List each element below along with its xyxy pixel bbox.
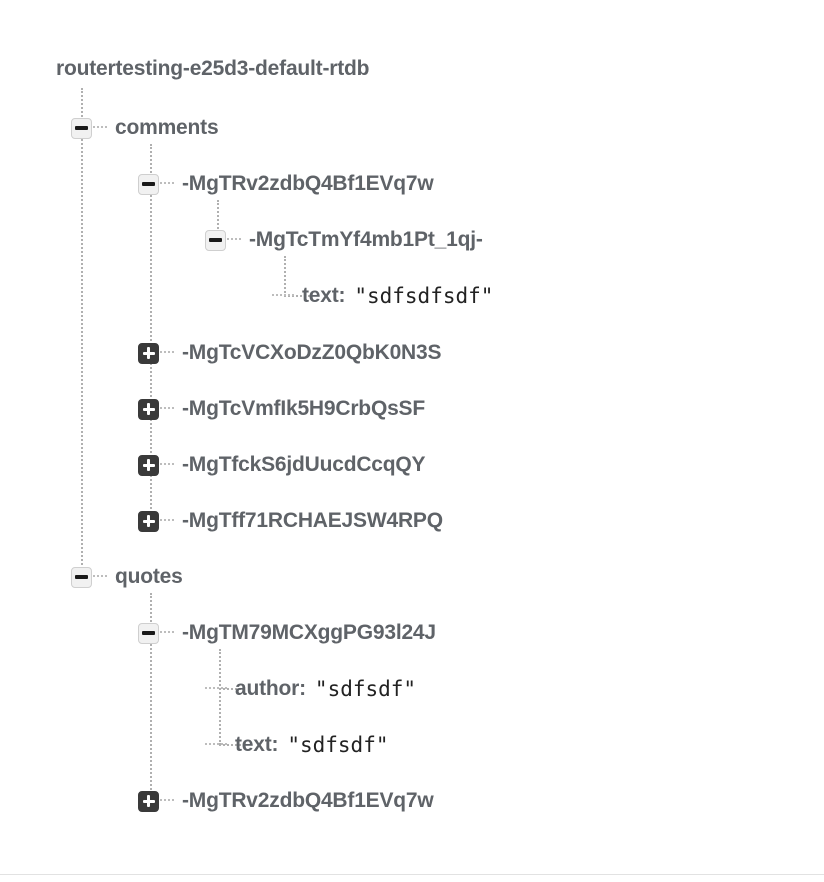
plus-square-icon[interactable] [138, 454, 159, 476]
connector-lead [160, 519, 174, 523]
tree-row[interactable]: -MgTM79MCXggPG93l24J [138, 618, 436, 648]
plus-square-icon[interactable] [138, 790, 159, 812]
connector-elbow-comment-text [284, 256, 286, 296]
tree-leaf-value[interactable]: "sdfsdfsdf" [354, 284, 494, 308]
tree-row[interactable]: comments [71, 113, 219, 143]
connector-lead [160, 463, 174, 467]
connector-rail-comments [150, 144, 152, 517]
tree-row[interactable]: text: "sdfsdf" [205, 730, 389, 760]
plus-square-icon[interactable] [138, 342, 159, 364]
connector-lead [160, 407, 174, 411]
connector-lead [205, 687, 227, 691]
tree-row[interactable]: quotes [71, 562, 183, 592]
connector-lead [272, 294, 294, 298]
tree-leaf-key: text: [235, 733, 279, 756]
minus-square-icon[interactable] [138, 173, 159, 195]
connector-lead [205, 743, 227, 747]
tree-row[interactable]: text: "sdfsdfsdf" [272, 281, 493, 311]
tree-row[interactable]: -MgTff71RCHAEJSW4RPQ [138, 506, 443, 536]
tree-leaf-key: text: [302, 284, 346, 307]
connector-rail-root [81, 88, 83, 573]
connector-elbow-h-comment-text [284, 295, 310, 297]
connector-lead [160, 351, 174, 355]
tree-row[interactable]: -MgTcVCXoDzZ0QbK0N3S [138, 338, 442, 368]
tree-node-label: -MgTRv2zdbQ4Bf1EVq7w [182, 172, 434, 195]
plus-square-icon[interactable] [138, 398, 159, 420]
connector-lead [160, 182, 174, 186]
tree-row[interactable]: author: "sdfsdf" [205, 674, 416, 704]
minus-square-icon[interactable] [138, 622, 159, 644]
minus-square-icon[interactable] [205, 229, 226, 251]
tree-node-label: -MgTcTmYf4mb1Pt_1qj- [249, 228, 483, 251]
tree-node-label: -MgTff71RCHAEJSW4RPQ [182, 509, 443, 532]
minus-square-icon[interactable] [71, 117, 92, 139]
database-root-label: routertesting-e25d3-default-rtdb [56, 57, 370, 80]
tree-node-label: -MgTM79MCXggPG93l24J [182, 621, 436, 644]
connector-lead [160, 631, 174, 635]
tree-node-label: -MgTfckS6jdUucdCcqQY [182, 453, 426, 476]
plus-square-icon[interactable] [138, 510, 159, 532]
connector-lead [93, 126, 107, 130]
connector-elbow-quote-children [219, 649, 221, 745]
connector-rail-quotes [150, 593, 152, 798]
tree-row[interactable]: -MgTcTmYf4mb1Pt_1qj- [205, 225, 483, 255]
bottom-divider [0, 874, 824, 875]
tree-leaf-value[interactable]: "sdfsdf" [287, 733, 389, 757]
connector-rail-comment-1 [217, 200, 219, 240]
tree-node-label: quotes [115, 565, 183, 588]
connector-elbow-h-quote-text [219, 744, 245, 746]
tree-node-label: -MgTRv2zdbQ4Bf1EVq7w [182, 789, 434, 812]
tree-row[interactable]: -MgTRv2zdbQ4Bf1EVq7w [138, 786, 434, 816]
tree-leaf-value[interactable]: "sdfsdf" [314, 677, 417, 701]
connector-lead [227, 238, 241, 242]
tree-row[interactable]: -MgTcVmfIk5H9CrbQsSF [138, 394, 425, 424]
minus-square-icon[interactable] [71, 566, 92, 588]
connector-lead [93, 575, 107, 579]
tree-node-label: comments [115, 116, 219, 139]
connector-lead [160, 799, 174, 803]
tree-node-label: -MgTcVmfIk5H9CrbQsSF [182, 397, 425, 420]
tree-leaf-key: author: [235, 677, 306, 700]
connector-elbow-h-quote-author [219, 688, 245, 690]
tree-row[interactable]: -MgTRv2zdbQ4Bf1EVq7w [138, 169, 434, 199]
tree-node-label: -MgTcVCXoDzZ0QbK0N3S [182, 341, 442, 364]
tree-row[interactable]: -MgTfckS6jdUucdCcqQY [138, 450, 426, 480]
